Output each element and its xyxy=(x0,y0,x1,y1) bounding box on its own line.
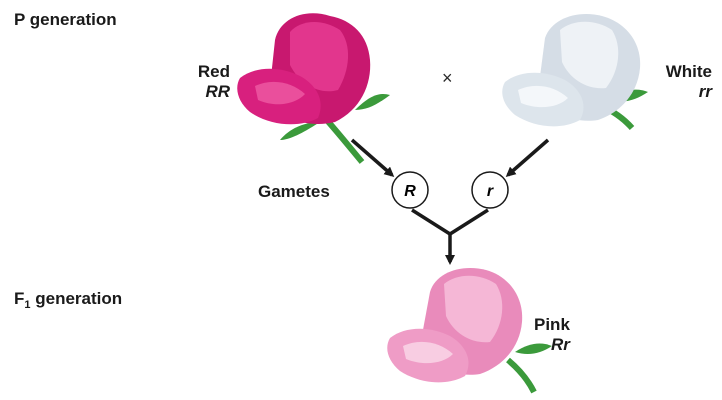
f1-generation-label: F1 generation xyxy=(14,289,122,311)
red-parent-label: Red RR xyxy=(176,62,230,102)
pink-offspring-label: Pink Rr xyxy=(534,315,570,355)
f1-prefix: F xyxy=(14,289,25,308)
white-genotype: rr xyxy=(698,82,712,101)
white-phenotype: White xyxy=(665,62,712,81)
arrow-white-to-gamete xyxy=(505,138,550,177)
f1-suffix: generation xyxy=(30,289,123,308)
pink-genotype: Rr xyxy=(551,335,570,354)
gamete-r: r xyxy=(471,171,509,209)
red-phenotype: Red xyxy=(197,62,230,81)
gamete-R-label: R xyxy=(404,183,416,200)
red-genotype: RR xyxy=(205,82,230,101)
white-parent-label: White rr xyxy=(654,62,712,102)
gamete-r-label: r xyxy=(487,183,494,200)
cross-symbol: × xyxy=(442,68,453,88)
arrow-red-to-gamete xyxy=(350,138,395,177)
arrow-gametes-merge xyxy=(411,208,489,237)
gamete-R: R xyxy=(391,171,429,209)
p-generation-label: P generation xyxy=(14,10,117,29)
pink-flower-icon xyxy=(387,268,552,394)
white-flower-icon xyxy=(502,14,648,131)
red-flower-icon xyxy=(237,13,390,164)
f1-subscript: 1 xyxy=(24,299,31,311)
pink-phenotype: Pink xyxy=(534,315,570,334)
gametes-label: Gametes xyxy=(258,182,330,201)
